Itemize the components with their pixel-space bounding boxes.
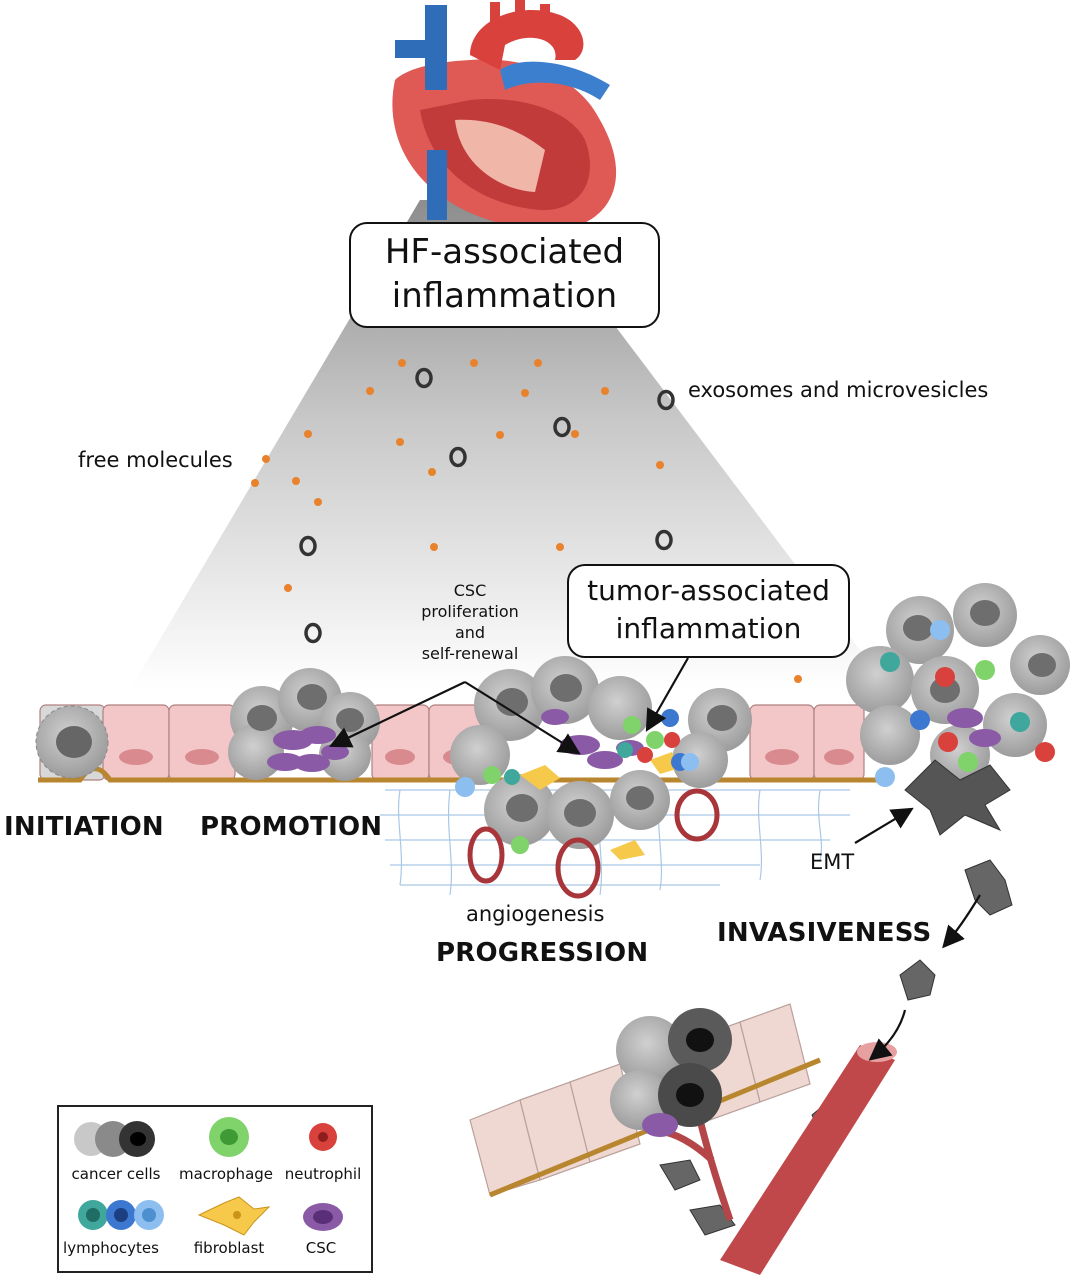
legend-neutrophil-icon [309,1123,337,1151]
legend-cancer-cells-label: cancer cells [71,1165,161,1183]
progression-cluster [450,656,752,860]
tumor-inflammation-box: tumor-associated inflammation [567,564,850,658]
legend-fibroblast-icon [197,1196,271,1236]
promotion-cluster [228,668,380,781]
legend-box: cancer cells macrophage neutrophil lymph… [57,1105,373,1273]
legend-cancer-cells-icon [74,1121,155,1157]
csc-label-line2: proliferation [421,602,519,621]
csc-label: CSC proliferation and self-renewal [405,580,535,664]
stage-progression: PROGRESSION [436,938,649,968]
tumor-title-line2: inflammation [615,612,802,645]
legend-fibroblast-label: fibroblast [193,1239,265,1257]
arrow-invasiveness-2 [868,1009,907,1061]
angiogenesis-vessels [467,788,720,899]
hf-title-line1: HF-associated [384,232,625,272]
hf-inflammation-box: HF-associated inflammation [349,222,660,328]
arrow-csc-progression [464,681,581,755]
stage-promotion: PROMOTION [200,812,383,842]
legend-lymphocytes-label: lymphocytes [63,1239,159,1257]
hf-title-line2: inflammation [391,276,618,316]
csc-label-line3: and [454,623,486,642]
heart-illustration [392,0,617,231]
arrow-csc-promotion [329,681,466,748]
arrow-invasiveness-1 [942,894,981,949]
arrow-tumor-inflammation [645,657,689,732]
legend-csc-label: CSC [305,1239,337,1257]
free-molecule-dots [251,359,802,683]
angiogenesis-label: angiogenesis [466,902,605,926]
initiation-cancer-cell [35,705,109,779]
emt-label: EMT [810,850,855,874]
legend-lymphocytes-icon [78,1200,164,1230]
invasive-mass [846,583,1070,836]
diagram-arrows [329,657,981,1061]
csc-label-line1: CSC [453,581,487,600]
legend-macrophage-label: macrophage [178,1165,274,1183]
legend-macrophage-icon [209,1117,249,1157]
free-molecules-label: free molecules [78,448,233,472]
stage-invasiveness: INVASIVENESS [717,918,932,948]
legend-icons [74,1117,343,1236]
legend-neutrophil-label: neutrophil [284,1165,362,1183]
tumor-title-line1: tumor-associated [587,574,830,607]
csc-label-line4: self-renewal [421,644,519,663]
arrow-emt [854,807,914,844]
stage-initiation: INITIATION [4,812,164,842]
exosome-rings [299,367,675,644]
legend-csc-icon [303,1203,343,1231]
metastasis-epithelium [469,1003,811,1196]
exosomes-label: exosomes and microvesicles [688,378,989,402]
metastasis-cluster [610,1008,732,1137]
